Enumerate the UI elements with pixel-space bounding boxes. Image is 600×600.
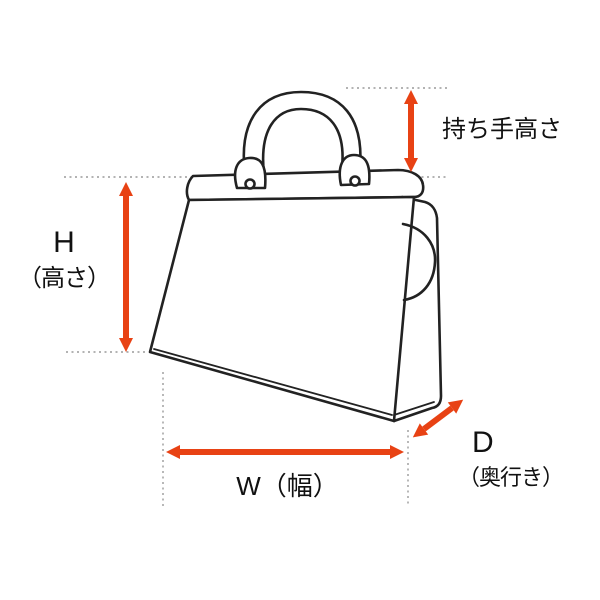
depth-label-letter: D <box>472 426 494 459</box>
height-label: H （高さ） <box>8 226 120 292</box>
depth-arrow <box>412 399 464 438</box>
handle-height-label: 持ち手高さ <box>442 116 562 143</box>
bag-illustration <box>148 90 443 423</box>
bag-frame <box>185 168 425 202</box>
depth-label: D （奥行き） <box>458 426 564 490</box>
bag-handle-inner <box>261 107 344 176</box>
bag-rivet-left <box>244 178 256 190</box>
bag-front-panel <box>148 195 416 423</box>
bag-bottom-seam <box>153 348 393 416</box>
bag-side-flap <box>401 222 437 302</box>
bag-rivet-right <box>349 175 361 187</box>
width-label: W（幅） <box>236 471 339 501</box>
height-label-letter: H <box>53 226 75 259</box>
height-label-caption: （高さ） <box>18 264 111 292</box>
bag-handle-outer <box>242 90 362 176</box>
bag-handle-tab-right <box>338 153 371 187</box>
depth-label-caption: （奥行き） <box>458 464 564 490</box>
bag-handle-tab-left <box>233 156 267 190</box>
dimension-arrows <box>119 90 464 459</box>
